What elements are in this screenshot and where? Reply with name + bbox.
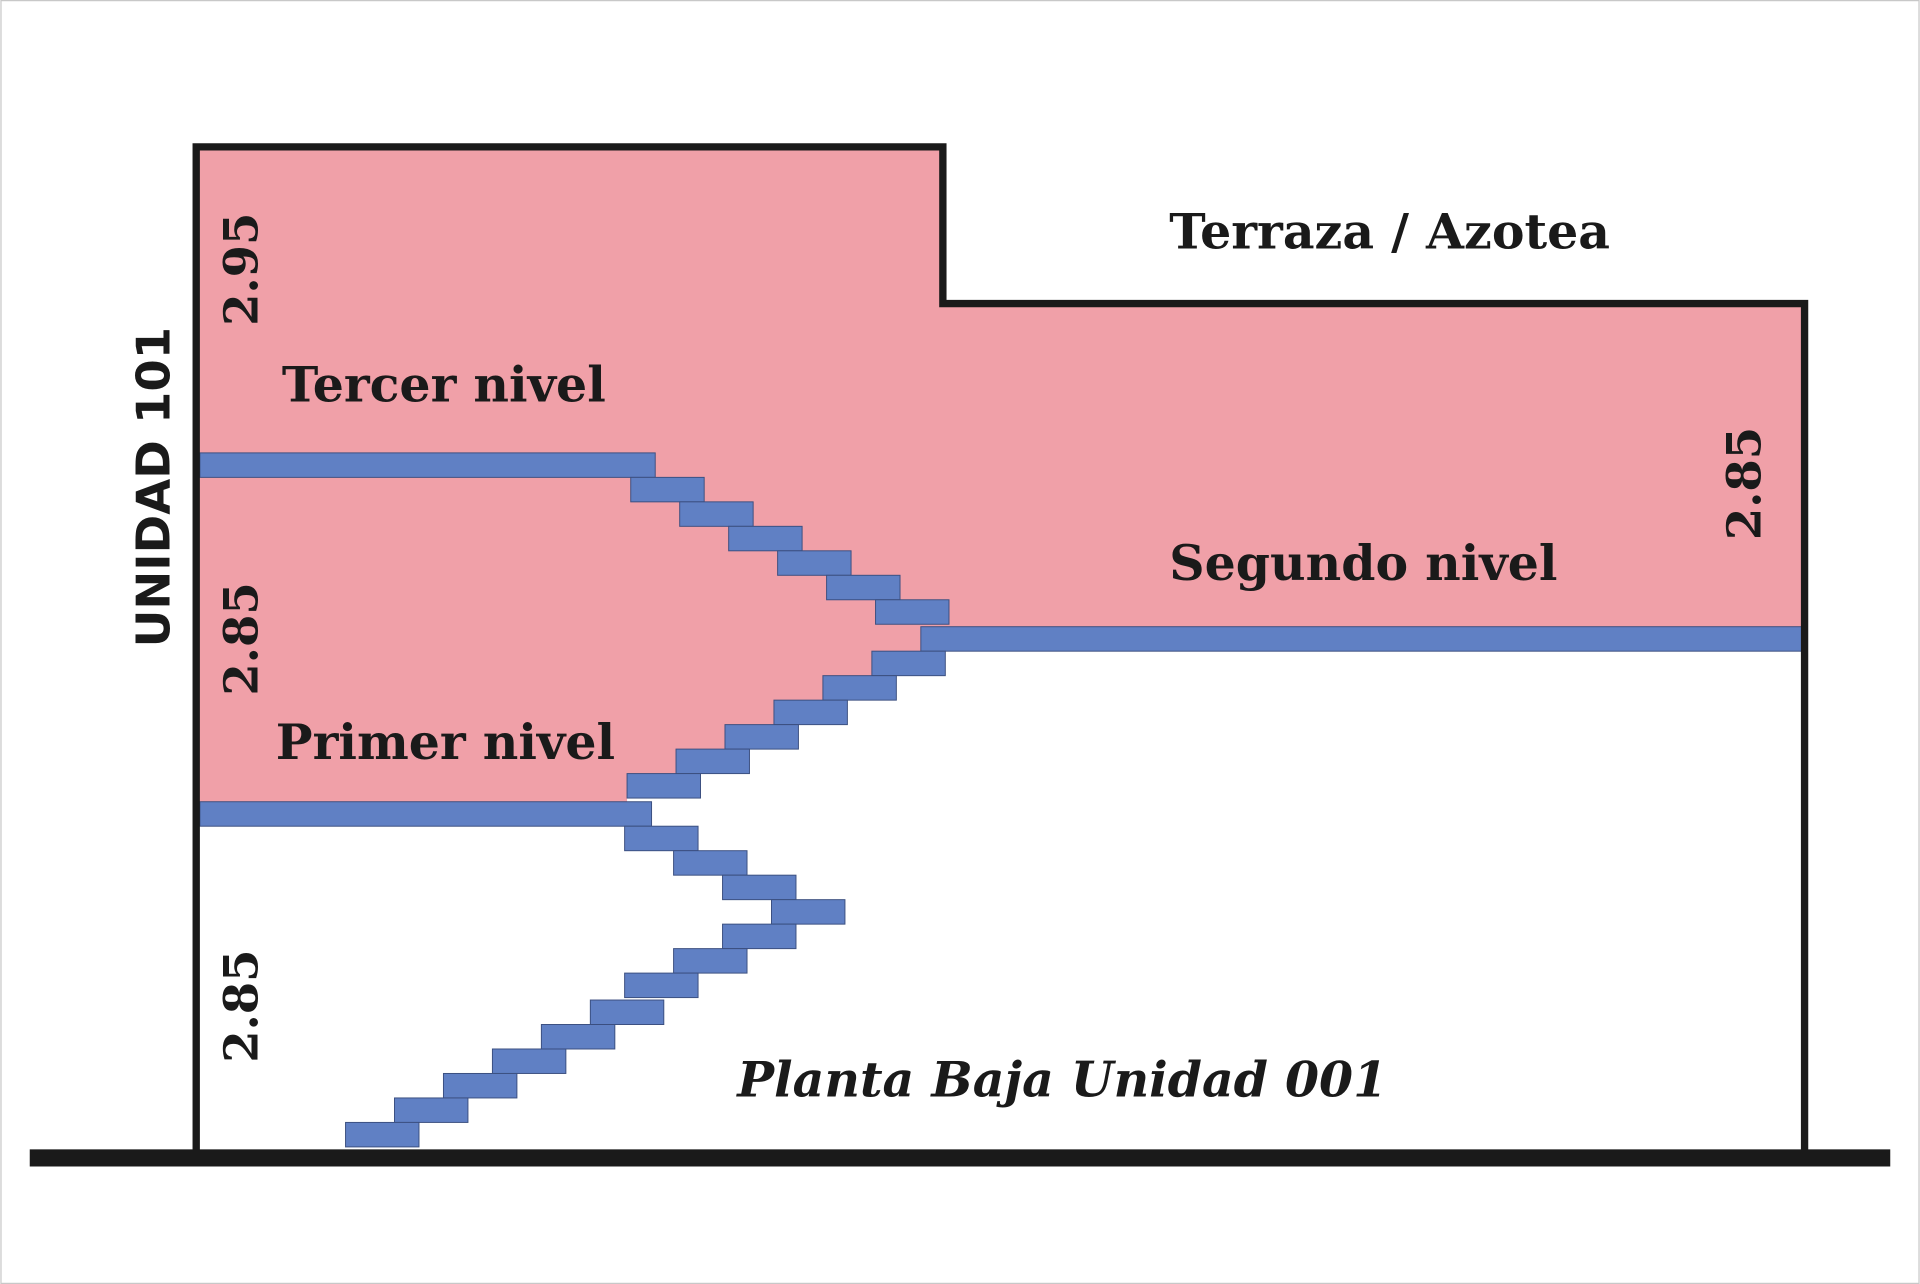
height-ground-floor: 2.85: [213, 950, 268, 1063]
second-level-slab: [920, 626, 1803, 652]
stair-step: [822, 675, 897, 701]
stair-step: [626, 773, 701, 799]
unit-label: UNIDAD 101: [126, 327, 180, 647]
height-first-level: 2.85: [213, 582, 268, 695]
stair-step: [679, 501, 754, 527]
height-third-level: 2.95: [213, 213, 268, 326]
stair-step: [491, 1048, 567, 1074]
stair-step: [771, 899, 846, 925]
roof-label: Terraza / Azotea: [1169, 202, 1610, 260]
stair-step: [722, 923, 797, 950]
stair-step: [624, 825, 699, 852]
stair-step: [777, 550, 852, 576]
third-level-slab: [199, 452, 656, 478]
stair-step: [589, 999, 665, 1025]
stair-step: [722, 874, 797, 901]
second-level-label: Segundo nivel: [1169, 534, 1557, 592]
stair-step: [826, 574, 901, 601]
stair-step: [624, 972, 699, 999]
stair-step: [675, 748, 750, 775]
stair-step: [540, 1024, 616, 1050]
ground-line: [29, 1149, 1891, 1167]
stair-step: [673, 850, 748, 876]
building-outline: [192, 143, 1809, 1154]
first-level-label: Primer nivel: [276, 713, 615, 771]
stair-step: [871, 650, 946, 677]
height-second-level: 2.85: [1717, 427, 1772, 540]
first-level-slab: [199, 801, 653, 827]
stair-step: [875, 599, 950, 625]
stair-step: [345, 1121, 420, 1148]
stair-step: [728, 525, 803, 552]
stair-step: [773, 699, 848, 726]
stair-step: [724, 724, 799, 750]
stair-step: [442, 1072, 518, 1099]
stair-step: [673, 948, 748, 974]
third-level-label: Tercer nivel: [282, 355, 606, 413]
ground-floor-label: Planta Baja Unidad 001: [735, 1051, 1387, 1109]
stair-step: [630, 476, 705, 503]
stair-step: [394, 1097, 469, 1123]
